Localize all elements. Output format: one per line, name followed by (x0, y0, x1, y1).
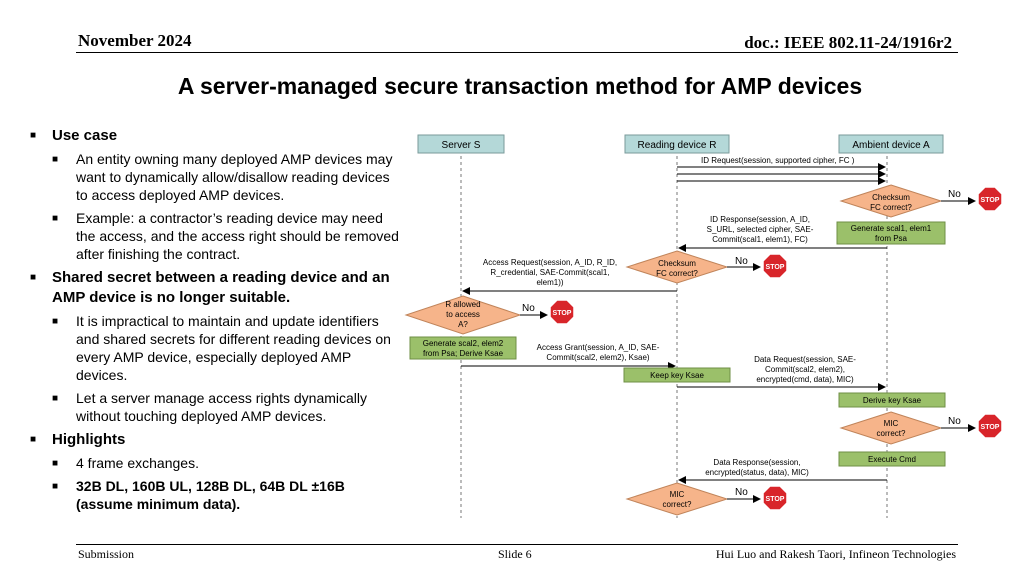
square-bullet-icon: ■ (30, 130, 37, 141)
svg-text:Commit(scal2, elem2), Ksae): Commit(scal2, elem2), Ksae) (546, 353, 649, 362)
svg-text:Checksum: Checksum (658, 259, 696, 268)
entity-server: Server S (417, 134, 505, 154)
svg-text:Keep key Ksae: Keep key Ksae (650, 371, 704, 380)
message-access-request: Access Request(session, A_ID, R_ID, R_cr… (462, 258, 677, 295)
bullet-highlights: ■Highlights (30, 431, 126, 448)
square-bullet-icon: ■ (52, 316, 59, 327)
svg-text:to access: to access (446, 310, 480, 319)
svg-text:STOP: STOP (553, 310, 572, 317)
sub-bullet: ■4 frame exchanges. (52, 455, 199, 471)
sub-bullet: ■Let a server manage access rights dynam… (52, 390, 368, 424)
svg-text:Ambient device A: Ambient device A (852, 140, 930, 151)
square-bullet-icon: ■ (52, 458, 59, 469)
svg-text:MIC: MIC (670, 490, 685, 499)
entity-ambient: Ambient device A (838, 134, 944, 154)
svg-text:S_URL, selected cipher, SAE-: S_URL, selected cipher, SAE- (707, 225, 814, 234)
entity-reader: Reading device R (624, 134, 730, 154)
message-data-response: Data Response(session, encrypted(status,… (678, 458, 887, 484)
message-id-response: ID Response(session, A_ID, S_URL, select… (678, 215, 887, 252)
svg-text:R_credential, SAE-Commit(scal1: R_credential, SAE-Commit(scal1, (490, 268, 609, 277)
action-generate-scal2: Generate scal2, elem2 from Psa; Derive K… (409, 336, 517, 360)
action-keep-key: Keep key Ksae (623, 367, 731, 383)
footer-slide-number: Slide 6 (498, 547, 532, 561)
bullet-shared-secret: ■Shared secret between a reading device … (30, 269, 390, 306)
svg-text:A?: A? (458, 320, 468, 329)
svg-text:correct?: correct? (663, 500, 692, 509)
svg-text:Generate scal2, elem2: Generate scal2, elem2 (423, 339, 504, 348)
svg-text:STOP: STOP (981, 424, 1000, 431)
stop-sign-icon: STOP (762, 485, 788, 511)
svg-text:elem1)): elem1)) (536, 278, 563, 287)
sequence-diagram: Server S Reading device R Ambient device… (400, 126, 1010, 527)
svg-text:Commit(scal2, elem2),: Commit(scal2, elem2), (765, 365, 845, 374)
square-bullet-icon: ■ (52, 154, 59, 165)
svg-text:STOP: STOP (981, 197, 1000, 204)
decision-checksum-reader: Checksum FC correct? (625, 250, 729, 284)
svg-text:from Psa; Derive Ksae: from Psa; Derive Ksae (423, 349, 504, 358)
sub-bullet: ■It is impractical to maintain and updat… (52, 313, 391, 383)
action-generate-scal1: Generate scal1, elem1 from Psa (836, 221, 946, 245)
action-derive-key: Derive key Ksae (838, 392, 946, 408)
message-access-grant: Access Grant(session, A_ID, SAE- Commit(… (461, 343, 676, 370)
bullet-list: ■Use case ■An entity owning many deploye… (30, 126, 402, 518)
stop-sign-icon: STOP (977, 186, 1003, 212)
svg-text:encrypted(cmd, data), MIC): encrypted(cmd, data), MIC) (756, 375, 854, 384)
no-label: No (735, 487, 748, 498)
message-id-request: ID Request(session, supported cipher, FC… (677, 156, 886, 185)
stop-sign-icon: STOP (762, 253, 788, 279)
sequence-diagram-svg: Server S Reading device R Ambient device… (404, 134, 1003, 518)
footer-authors: Hui Luo and Rakesh Taori, Infineon Techn… (715, 547, 956, 561)
header-doc-id: doc.: IEEE 802.11-24/1916r2 (744, 33, 952, 52)
square-bullet-icon: ■ (52, 481, 59, 492)
svg-text:Data Response(session,: Data Response(session, (713, 458, 800, 467)
svg-text:MIC: MIC (884, 419, 899, 428)
svg-text:Server S: Server S (442, 140, 481, 151)
svg-text:Execute Cmd: Execute Cmd (868, 455, 916, 464)
svg-text:Checksum: Checksum (872, 193, 910, 202)
svg-text:Access Request(session, A_ID,: Access Request(session, A_ID, R_ID, (483, 258, 617, 267)
no-label: No (735, 256, 748, 267)
svg-text:FC correct?: FC correct? (656, 269, 698, 278)
footer-submission: Submission (78, 547, 135, 561)
bullet-use-case: ■Use case (30, 127, 118, 144)
svg-text:ID Request(session, supported: ID Request(session, supported cipher, FC… (701, 156, 855, 165)
svg-text:Commit(scal1, elem1), FC): Commit(scal1, elem1), FC) (712, 235, 808, 244)
slide-title: A server-managed secure transaction meth… (177, 73, 863, 99)
decision-r-allowed: R allowed to access A? (404, 295, 522, 335)
svg-text:correct?: correct? (877, 429, 906, 438)
svg-text:STOP: STOP (766, 264, 785, 271)
svg-text:Derive key Ksae: Derive key Ksae (863, 396, 922, 405)
svg-text:ID Response(session, A_ID,: ID Response(session, A_ID, (710, 215, 810, 224)
svg-text:Reading device R: Reading device R (638, 140, 717, 151)
svg-text:FC correct?: FC correct? (870, 203, 912, 212)
header-date: November 2024 (78, 31, 192, 50)
stop-sign-icon: STOP (549, 299, 575, 325)
square-bullet-icon: ■ (30, 434, 37, 445)
svg-text:STOP: STOP (766, 496, 785, 503)
svg-text:R allowed: R allowed (445, 300, 480, 309)
svg-text:Access Grant(session, A_ID, SA: Access Grant(session, A_ID, SAE- (537, 343, 660, 352)
no-label: No (948, 189, 961, 200)
no-label: No (522, 303, 535, 314)
sub-bullet: ■An entity owning many deployed AMP devi… (52, 151, 393, 203)
sub-bullet: ■32B DL, 160B UL, 128B DL, 64B DL ±16B (… (52, 478, 345, 512)
sub-bullet: ■Example: a contractor’s reading device … (52, 210, 399, 262)
square-bullet-icon: ■ (30, 272, 37, 283)
svg-text:encrypted(status, data), MIC): encrypted(status, data), MIC) (705, 468, 809, 477)
message-data-request: Data Request(session, SAE- Commit(scal2,… (677, 355, 886, 391)
decision-mic-reader: MIC correct? (625, 482, 729, 516)
decision-checksum-ambient: Checksum FC correct? (839, 184, 943, 218)
svg-text:Data Request(session, SAE-: Data Request(session, SAE- (754, 355, 856, 364)
square-bullet-icon: ■ (52, 213, 59, 224)
svg-text:Generate scal1, elem1: Generate scal1, elem1 (851, 224, 932, 233)
decision-mic-ambient: MIC correct? (839, 411, 943, 445)
svg-text:from Psa: from Psa (875, 234, 908, 243)
header-divider (76, 52, 958, 53)
action-execute: Execute Cmd (838, 451, 946, 467)
no-label: No (948, 416, 961, 427)
footer-divider (76, 544, 958, 545)
square-bullet-icon: ■ (52, 393, 59, 404)
stop-sign-icon: STOP (977, 413, 1003, 439)
